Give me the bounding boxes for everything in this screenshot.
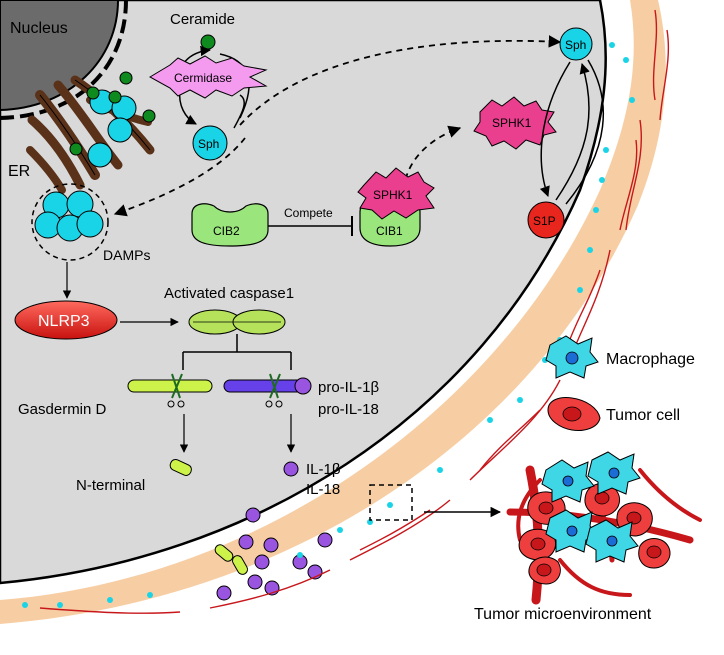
sphk1-recruit-arrow bbox=[403, 125, 462, 191]
nlrp3-protein bbox=[14, 300, 118, 340]
macrophage-legend-nucleus bbox=[565, 351, 579, 365]
nuclear-envelope bbox=[0, 0, 128, 120]
er-label: ER bbox=[8, 163, 30, 180]
macrophage-label: Macrophage bbox=[606, 351, 695, 368]
sph-inner-label: Sph bbox=[198, 137, 219, 151]
scissors-handle-4 bbox=[275, 400, 283, 408]
scissors-handle-1 bbox=[167, 400, 175, 408]
cycle-arrow-return bbox=[233, 94, 245, 129]
er-damps bbox=[87, 89, 137, 168]
pro-il1b-label: pro-IL-1β bbox=[318, 379, 380, 396]
sphk1-free-enzyme bbox=[473, 96, 557, 150]
damps-cluster bbox=[34, 190, 104, 242]
tumor-microenvironment-label: Tumor microenvironment bbox=[474, 606, 652, 623]
il1b-label: IL-1β bbox=[306, 461, 341, 478]
sphk1-free-label: SPHK1 bbox=[492, 116, 532, 130]
cib2-protein bbox=[191, 203, 269, 247]
sph-inner-molecule bbox=[192, 125, 228, 161]
tumor-cell-legend-nucleus bbox=[562, 406, 582, 422]
zoom-region-box bbox=[369, 484, 413, 521]
damps-label: DAMPs bbox=[103, 247, 150, 263]
damps-vesicle bbox=[31, 183, 109, 261]
scissors-handle-2 bbox=[177, 400, 185, 408]
scissors-icon-gasdermin bbox=[171, 373, 183, 399]
s1p-molecule bbox=[527, 201, 565, 239]
ceramide-molecule bbox=[200, 34, 216, 50]
caspase-bracket bbox=[182, 334, 292, 370]
tme-tumor-nuclei bbox=[530, 491, 662, 577]
scissors-handle-3 bbox=[265, 400, 273, 408]
sph-to-damps-arrow bbox=[113, 137, 246, 217]
scissors-icon-pro-il bbox=[269, 373, 281, 399]
n-terminal-fragment bbox=[169, 458, 192, 476]
pro-il-cargo bbox=[294, 377, 312, 395]
sph-export-arrow bbox=[239, 35, 562, 126]
pro-il18-label: pro-IL-18 bbox=[318, 401, 379, 418]
sph-outer-label: Sph bbox=[565, 38, 586, 52]
cermidase-enzyme bbox=[148, 55, 268, 99]
tumor-cell-label: Tumor cell bbox=[606, 407, 680, 424]
n-terminal-label: N-terminal bbox=[76, 477, 145, 494]
sphk1-bound-enzyme bbox=[357, 167, 435, 220]
il-dot bbox=[283, 461, 299, 477]
sph-outer-molecule bbox=[559, 27, 593, 61]
compete-label: Compete bbox=[284, 206, 333, 220]
nucleus-shape bbox=[0, 0, 120, 112]
membrane-vessels bbox=[39, 9, 670, 614]
cib2-label: CIB2 bbox=[213, 224, 240, 238]
gasdermin-d-protein bbox=[127, 379, 213, 393]
membrane-band bbox=[0, 0, 666, 624]
nucleus-label: Nucleus bbox=[10, 20, 68, 37]
ceramide-label: Ceramide bbox=[170, 11, 235, 28]
s1p-to-sph-arrow-2 bbox=[565, 59, 604, 205]
nlrp3-label: NLRP3 bbox=[38, 313, 90, 330]
gasdermin-d-label: Gasdermin D bbox=[18, 401, 107, 418]
cermidase-label: Cermidase bbox=[174, 71, 232, 85]
sphk1-bound-label: SPHK1 bbox=[373, 188, 413, 202]
sph-to-s1p-arrow bbox=[539, 61, 571, 197]
ceramide-dots-er bbox=[69, 71, 156, 156]
cib1-label: CIB1 bbox=[376, 224, 403, 238]
released-n-terminal-particles bbox=[214, 544, 249, 575]
il18-label: IL-18 bbox=[306, 481, 340, 498]
caspase1-label: Activated caspase1 bbox=[164, 285, 294, 302]
s1p-label: S1P bbox=[533, 214, 556, 228]
s1p-to-sph-arrow-1 bbox=[555, 62, 590, 201]
pro-il-protein bbox=[223, 379, 305, 393]
tme-macrophage-nuclei bbox=[562, 467, 620, 547]
